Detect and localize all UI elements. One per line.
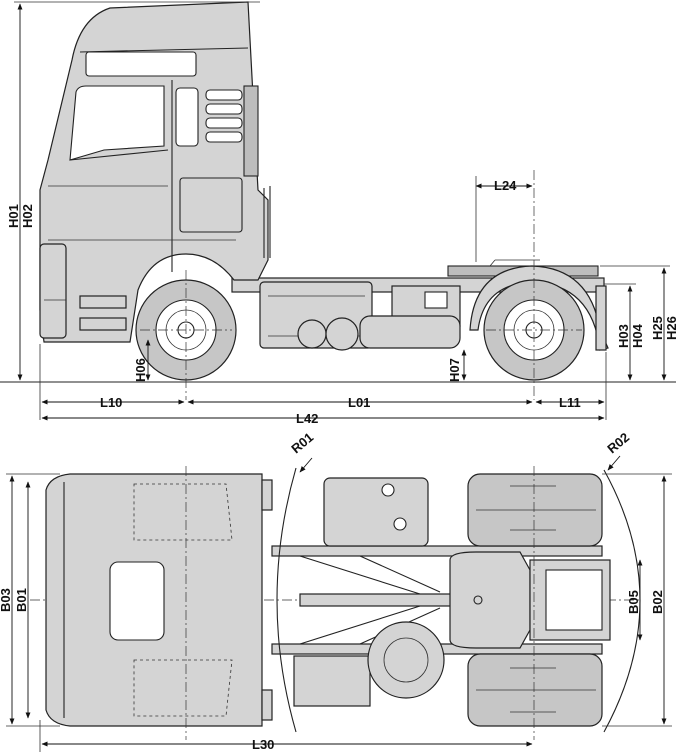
air-tank bbox=[359, 315, 461, 349]
height-label-h01: H01 bbox=[6, 204, 21, 228]
rear-tyre-right bbox=[467, 653, 603, 727]
door-window bbox=[69, 85, 165, 161]
height-label-h26: H26 bbox=[664, 316, 676, 340]
dimension-label-l01: L01 bbox=[348, 395, 370, 410]
height-label-h25: H25 bbox=[650, 316, 665, 340]
top-fuel-tank bbox=[323, 477, 429, 547]
cab-step-lower bbox=[79, 317, 127, 331]
cab-step-upper bbox=[79, 295, 127, 309]
offset-label-l24: L24 bbox=[494, 178, 517, 193]
height-label-h02: H02 bbox=[20, 204, 35, 228]
rear-lamp-bracket bbox=[595, 285, 607, 351]
cab-side-vents bbox=[205, 85, 259, 177]
dimension-label-l10: L10 bbox=[100, 395, 122, 410]
right-mirror bbox=[261, 689, 273, 721]
frame-rail-left bbox=[271, 545, 603, 557]
width-label-b03: B03 bbox=[0, 588, 13, 612]
width-label-b05: B05 bbox=[626, 590, 641, 614]
width-label-b02: B02 bbox=[650, 590, 665, 614]
width-label-b01: B01 bbox=[14, 588, 29, 612]
front-bumper bbox=[39, 243, 67, 339]
dimension-label-l11: L11 bbox=[559, 395, 581, 410]
top-view: R01 R02 B03 B01 B05 B02 L30 bbox=[0, 429, 672, 752]
rear-cab-window bbox=[175, 87, 199, 147]
radius-label-r01: R01 bbox=[288, 429, 316, 456]
top-air-tank bbox=[367, 621, 445, 699]
top-battery-box bbox=[293, 655, 371, 707]
front-swing-radius-arc bbox=[276, 467, 297, 733]
dimension-label-l30: L30 bbox=[252, 737, 274, 752]
storage-locker bbox=[179, 177, 243, 233]
sun-visor-window bbox=[85, 51, 197, 77]
radius-label-r02: R02 bbox=[604, 429, 632, 456]
top-fifth-wheel bbox=[449, 551, 531, 649]
height-label-h03: H03 bbox=[616, 324, 631, 348]
clearance-label-h06: H06 bbox=[133, 358, 148, 382]
dimension-label-l42: L42 bbox=[296, 411, 318, 426]
rear-tyre-left bbox=[467, 473, 603, 547]
rear-mudguard bbox=[469, 265, 609, 351]
clearance-label-h07: H07 bbox=[447, 358, 462, 382]
left-mirror bbox=[261, 479, 273, 511]
air-tank-end bbox=[297, 319, 327, 349]
roof-hatch bbox=[109, 561, 165, 641]
height-label-h04: H04 bbox=[630, 323, 645, 348]
side-view: H01 H02 H03 H04 H25 H26 H06 H07 L24 L10 … bbox=[0, 1, 676, 426]
